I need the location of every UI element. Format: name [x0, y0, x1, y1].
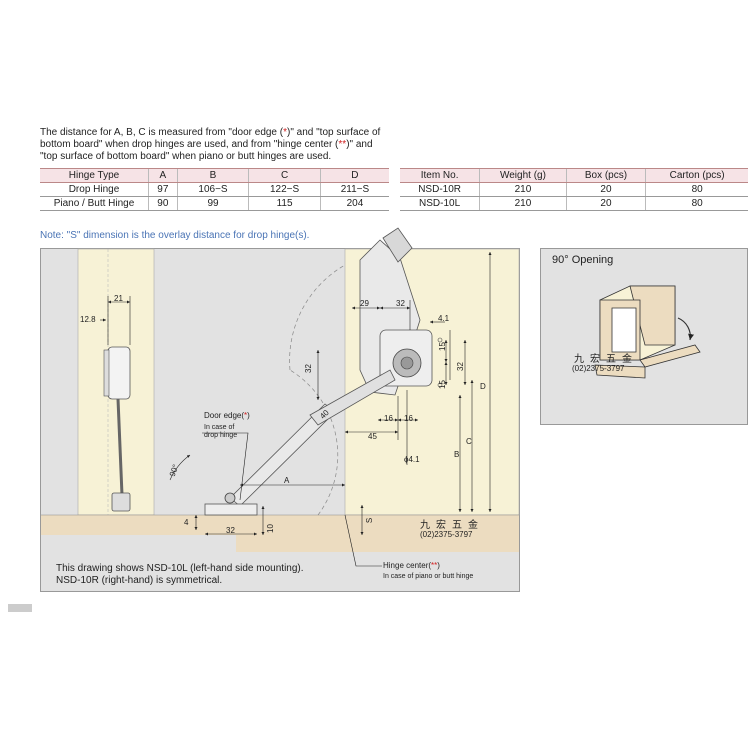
intro-line1: The distance for A, B, C is measured fro…: [40, 127, 284, 138]
dim-b: B: [454, 450, 460, 459]
table-cell: 80: [645, 196, 748, 211]
opening-watermark-phone: (02)2375-3797: [572, 364, 625, 373]
dim-4-1: 4.1: [438, 314, 450, 323]
table-cell: 90: [148, 196, 178, 211]
table-row: NSD-10L 210 20 80: [400, 196, 748, 211]
table-header-row: Item No. Weight (g) Box (pcs) Carton (pc…: [400, 168, 748, 183]
opening-watermark-cn: 九宏五金: [574, 354, 638, 365]
item-table: Item No. Weight (g) Box (pcs) Carton (pc…: [400, 168, 748, 211]
col-header: Weight (g): [479, 168, 567, 183]
table-cell: 80: [645, 182, 748, 197]
intro-line1b: )" and "top surface of: [287, 127, 381, 138]
door-edge-label: Door edge(*): [204, 411, 250, 420]
table-cell: NSD-10R: [400, 182, 480, 197]
door-edge-sub2: drop hinge: [204, 432, 238, 439]
table-cell: 20: [565, 182, 646, 197]
caption-line1: This drawing shows NSD-10L (left-hand si…: [56, 563, 304, 574]
intro-line3: "top surface of bottom board" when piano…: [40, 151, 332, 162]
door-edge-close: ): [247, 411, 250, 420]
watermark-phone: (02)2375-3797: [420, 530, 473, 539]
dim-phi-4-1: ϕ4.1: [404, 455, 420, 464]
table-cell: 97: [148, 182, 178, 197]
table-cell: 99: [176, 196, 249, 211]
col-header: Item No.: [400, 168, 480, 183]
diagram-caption: This drawing shows NSD-10L (left-hand si…: [56, 563, 304, 587]
table-cell: 20: [565, 196, 646, 211]
col-header: Hinge Type: [40, 168, 149, 183]
col-header: Carton (pcs): [645, 168, 748, 183]
table-cell: 210: [479, 182, 567, 197]
table-row: NSD-10R 210 20 80: [400, 182, 748, 197]
table-cell: 211−S: [319, 182, 389, 197]
dim-d: D: [480, 382, 486, 391]
hinge-center-text: Hinge center(: [383, 561, 432, 570]
intro-line2b: )" and: [346, 139, 373, 150]
table-header-row: Hinge Type A B C D: [40, 168, 389, 183]
drop-door: [236, 535, 519, 552]
table-row: Drop Hinge 97 106−S 122−S 211−S: [40, 182, 389, 197]
dim-21: 21: [114, 294, 123, 303]
bottom-board: [41, 515, 519, 535]
table-row: Piano / Butt Hinge 90 99 115 204: [40, 196, 389, 211]
table-cell: 106−S: [176, 182, 249, 197]
base-plate: [204, 503, 258, 516]
dim-4: 4: [184, 518, 189, 527]
hinge-center-sub: In case of piano or butt hinge: [383, 573, 474, 580]
table-cell: 204: [319, 196, 389, 211]
dim-c: C: [466, 437, 472, 446]
corner-tag: [8, 604, 32, 612]
col-header: B: [176, 168, 249, 183]
intro-text: The distance for A, B, C is measured fro…: [40, 127, 390, 163]
hinge-center-mark: **: [338, 139, 347, 150]
col-header: A: [148, 168, 178, 183]
col-header: Box (pcs): [565, 168, 646, 183]
door-edge-star: *: [244, 411, 248, 420]
table-cell: Drop Hinge: [40, 182, 149, 197]
hinge-center-star: **: [431, 561, 438, 570]
dim-16b: 16: [404, 414, 413, 423]
hinge-dimension-table: Hinge Type A B C D Drop Hinge 97 106−S 1…: [40, 168, 389, 211]
col-header: C: [248, 168, 321, 183]
intro-line2: bottom board" when drop hinges are used,…: [40, 139, 339, 150]
overlay-note: Note: "S" dimension is the overlay dista…: [40, 230, 310, 241]
open-door: [639, 344, 701, 368]
door-edge-mark: *: [283, 127, 288, 138]
dim-16a: 16: [384, 414, 393, 423]
dim-a: A: [284, 476, 290, 485]
col-header: D: [319, 168, 389, 183]
watermark-cn: 九宏五金: [420, 520, 484, 531]
table-cell: 115: [248, 196, 321, 211]
table-cell: 122−S: [248, 182, 321, 197]
table-cell: 210: [479, 196, 567, 211]
door-edge-sub1: In case of: [204, 424, 235, 431]
dim-12-8: 12.8: [80, 315, 96, 324]
dim-45: 45: [368, 432, 377, 441]
door-edge-text: Door edge(: [204, 411, 245, 420]
dim-32-bottom: 32: [226, 526, 235, 535]
table-cell: NSD-10L: [400, 196, 480, 211]
hinge-center-close: ): [437, 561, 440, 570]
dim-32-top: 32: [396, 299, 405, 308]
table-cell: Piano / Butt Hinge: [40, 196, 149, 211]
opening-title: 90° Opening: [552, 254, 614, 266]
caption-line2: NSD-10R (right-hand) is symmetrical.: [56, 575, 223, 586]
hinge-center-label: Hinge center(**): [383, 561, 440, 570]
dim-29: 29: [360, 299, 369, 308]
